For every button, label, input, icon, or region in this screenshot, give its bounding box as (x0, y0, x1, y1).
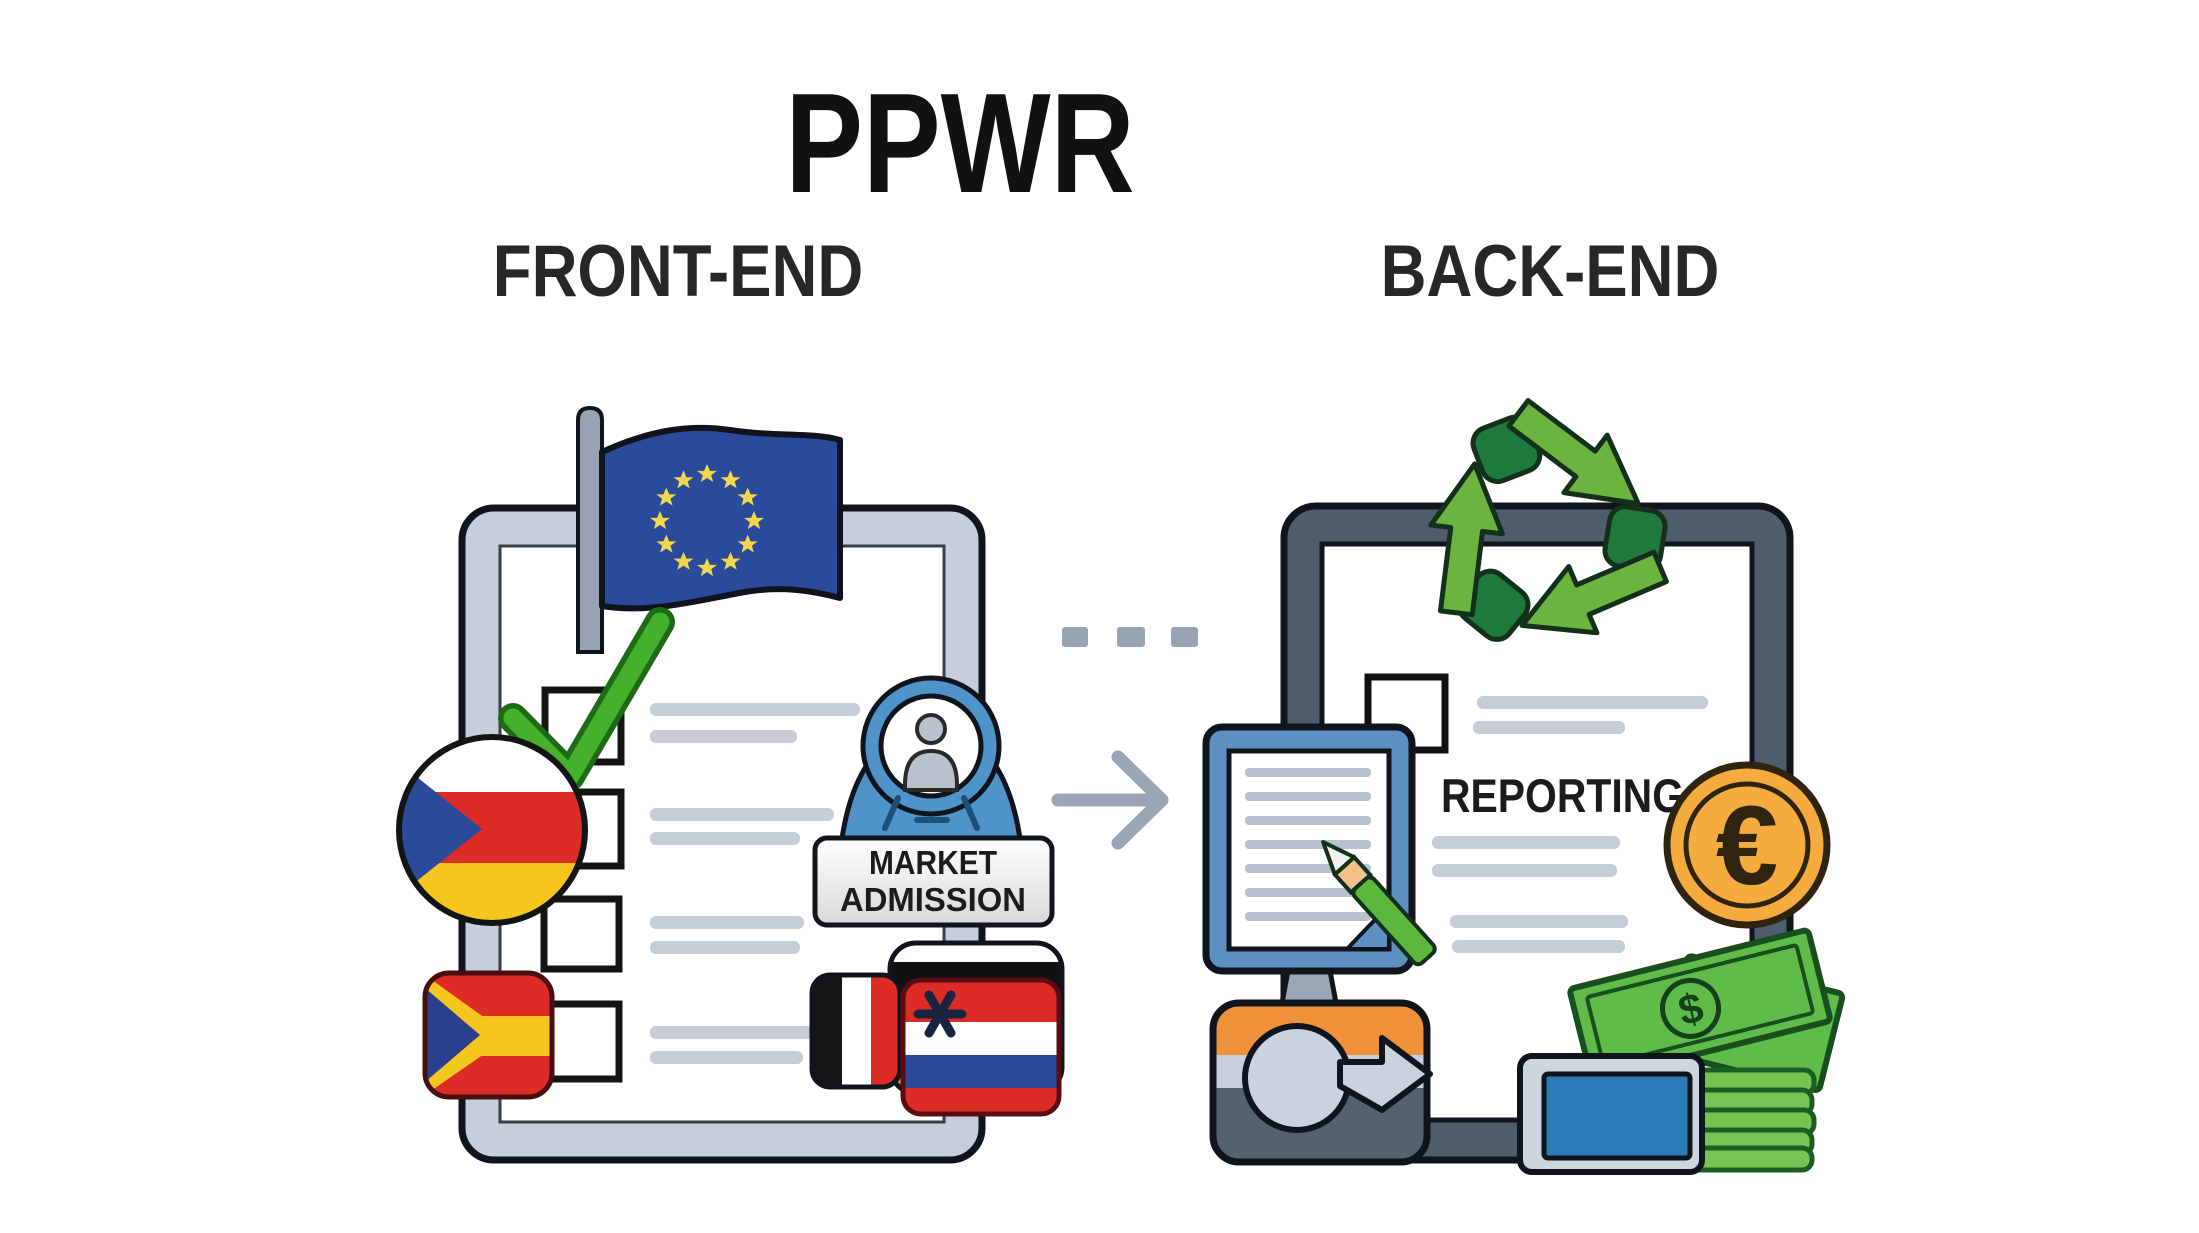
back-end-group: REPORTING (1202, 360, 1846, 1175)
flag-pole (576, 405, 604, 654)
person-icon (903, 713, 959, 792)
reporting-label: REPORTING (1441, 769, 1684, 822)
tablet-device-icon (1517, 1053, 1705, 1175)
eu-flag-icon (576, 405, 843, 654)
market-admission-line1: MARKET (869, 844, 997, 881)
converter-machine-icon (1209, 999, 1433, 1166)
tablet-document-icon (1202, 723, 1437, 1006)
pencil-icon (1321, 840, 1437, 967)
black-white-red-flag-icon (809, 972, 903, 1090)
banknotes-icon: $ (1567, 927, 1846, 1094)
euro-symbol: € (1716, 783, 1778, 908)
euro-coin-icon: € (1663, 761, 1831, 929)
front-end-heading: FRONT-END (492, 231, 864, 312)
right-arrow-icon (1051, 750, 1169, 850)
dashed-line (1062, 627, 1198, 647)
flag-emblem (913, 990, 967, 1038)
report-text-lines (1432, 696, 1708, 953)
person-badge-icon: MARKET ADMISSION (812, 675, 1055, 928)
page-title: PPWR (785, 64, 1135, 223)
croatia-flag-icon (900, 977, 1062, 1117)
checklist-text-lines (650, 703, 860, 1064)
market-admission-label (812, 835, 1055, 928)
front-end-group: MARKET ADMISSION (396, 405, 1065, 1164)
checkbox-4 (541, 1000, 623, 1083)
back-end-heading: BACK-END (1380, 231, 1720, 312)
transfer-arrow-icon (1242, 1023, 1433, 1133)
czech-spain-flag-icon (422, 970, 555, 1100)
checkbox-3 (540, 895, 623, 973)
czech-germany-flag-icon (396, 734, 588, 926)
market-admission-line2: ADMISSION (840, 881, 1026, 918)
